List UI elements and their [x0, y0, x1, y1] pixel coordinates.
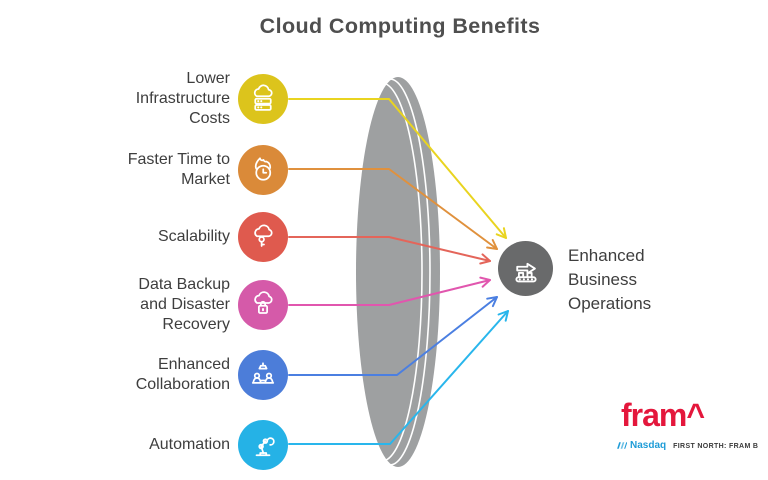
- cloud-server-icon: [238, 74, 288, 124]
- listing-text: FIRST NORTH: FRAM B: [673, 442, 759, 450]
- cloud-lock-icon: [238, 280, 288, 330]
- exchange-name: Nasdaq: [630, 440, 667, 451]
- arrow-automation: [288, 310, 509, 445]
- arrow-data-backup: [288, 276, 491, 306]
- arrow-lower-costs: [288, 98, 507, 239]
- exchange-listing: Nasdaq FIRST NORTH: FRAM B: [616, 440, 758, 451]
- funnel-lens: [356, 77, 440, 467]
- benefit-label-scalability: Scalability: [157, 228, 230, 245]
- nasdaq-icon: [617, 442, 627, 449]
- arrow-scalability: [288, 236, 491, 265]
- benefit-label-automation: Automation: [149, 436, 230, 453]
- page-title: Cloud Computing Benefits: [259, 14, 541, 38]
- arrow-collaboration: [288, 296, 498, 376]
- cloud-key-icon: [238, 212, 288, 262]
- flame-clock-icon: [238, 145, 288, 195]
- robot-arm-icon: [238, 420, 288, 470]
- fram-logo: fram^: [621, 397, 705, 433]
- conveyor-arrow-icon: [498, 241, 553, 296]
- arrow-faster-time: [288, 168, 498, 250]
- team-collaboration-icon: [238, 350, 288, 400]
